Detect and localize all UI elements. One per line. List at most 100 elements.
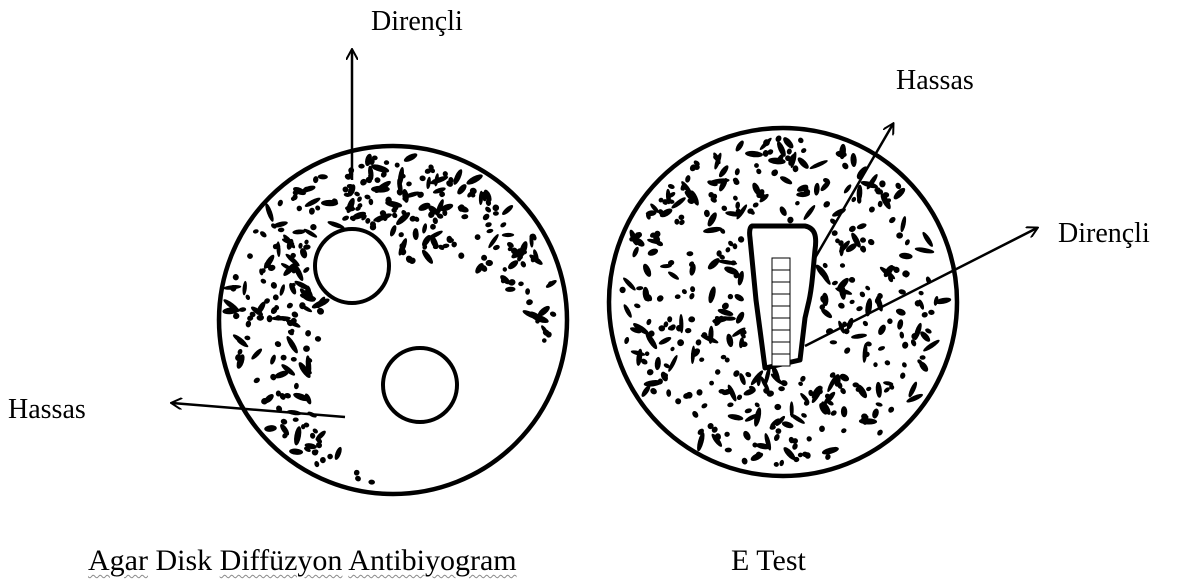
bacterial-colony [264, 202, 276, 222]
bacterial-colony [421, 223, 428, 234]
bacterial-colony [278, 227, 285, 232]
bacterial-colony [781, 420, 794, 429]
bacterial-colony [667, 354, 679, 373]
bacterial-colony [286, 302, 294, 310]
bacterial-colony [800, 412, 807, 419]
bacterial-colony [667, 270, 680, 281]
bacterial-colony [622, 303, 633, 319]
bacterial-colony [549, 311, 557, 318]
bacterial-colony [841, 406, 848, 417]
bacterial-colony [876, 429, 884, 437]
bacterial-colony [294, 383, 300, 390]
bacterial-colony [502, 233, 514, 237]
bacterial-colony [848, 277, 855, 284]
bacterial-colony [474, 233, 481, 240]
bacterial-colony [920, 355, 926, 360]
bacterial-colony [302, 266, 310, 274]
bacterial-colony [752, 201, 760, 208]
bacterial-colony [245, 320, 252, 328]
bacterial-colony [862, 320, 869, 327]
bacterial-colony [703, 226, 723, 235]
bacterial-colony [623, 336, 630, 344]
bacterial-colony [786, 148, 792, 155]
bacterial-colony [875, 382, 882, 398]
etest-strip-scale-mark [772, 258, 790, 270]
bacterial-colony [879, 180, 885, 187]
bacterial-colony [779, 459, 785, 466]
bacterial-colony [856, 305, 864, 312]
bacterial-colony [877, 323, 888, 336]
bacterial-colony [277, 199, 284, 207]
bacterial-colony [688, 292, 695, 300]
bacterial-colony [868, 205, 876, 213]
etest-strip [772, 258, 790, 366]
sensitive-arrow-disk [172, 403, 345, 417]
bacterial-colony [341, 215, 349, 222]
etest-sensitive-label: Hassas [896, 67, 974, 95]
bacterial-colony [918, 290, 924, 296]
bacterial-colony [822, 262, 829, 269]
bacterial-colony [821, 292, 829, 306]
bacterial-colony [633, 303, 641, 309]
bacterial-colony [430, 223, 437, 230]
bacterial-colony [656, 294, 665, 303]
bacterial-colony [899, 216, 907, 233]
disk-diffusion-caption: Agar Disk Diffüzyon Antibiyogram [88, 546, 517, 576]
bacterial-colony [914, 246, 934, 254]
bacterial-colony [899, 331, 905, 339]
bacterial-colony [631, 246, 640, 258]
bacterial-colony [256, 314, 264, 321]
bacterial-colony [676, 338, 684, 346]
bacterial-colony [768, 157, 786, 165]
bacterial-colony [744, 408, 752, 414]
bacterial-colony [755, 168, 762, 175]
bacterial-colony [320, 457, 326, 463]
etest-strip-scale-mark [772, 342, 790, 354]
bacterial-colony [481, 212, 490, 221]
bacterial-colony [778, 386, 785, 391]
bacterial-colony [732, 195, 739, 202]
bacterial-colony [461, 214, 468, 220]
bacterial-colony [281, 355, 287, 361]
disk-resistant-label: Dirençli [371, 8, 463, 36]
bacterial-colony [525, 288, 530, 295]
bacterial-colony [685, 328, 692, 334]
bacterial-colony [773, 433, 781, 442]
bacterial-colony [309, 432, 315, 439]
bacterial-colony [895, 232, 903, 240]
etest-strip-scale-mark [772, 270, 790, 282]
bacterial-colony [699, 357, 705, 362]
bacterial-colony [493, 211, 499, 216]
bacterial-colony [741, 457, 748, 465]
bacterial-colony [304, 239, 310, 245]
bacterial-colony [778, 205, 788, 217]
bacterial-colony [859, 290, 867, 298]
bacterial-colony [384, 160, 390, 165]
bacterial-colony [899, 372, 906, 380]
bacterial-colony [244, 335, 251, 340]
bacterial-colony [821, 445, 839, 455]
bacterial-colony [484, 205, 492, 213]
bacterial-colony [279, 284, 287, 297]
bacterial-colony [725, 447, 732, 452]
bacterial-colony [354, 191, 361, 197]
bacterial-colony [264, 425, 277, 433]
bacterial-colony [315, 336, 322, 343]
bacterial-colony [723, 316, 735, 320]
etest-resistant-label: Dirençli [1058, 220, 1150, 248]
bacterial-colony [691, 410, 700, 419]
bacterial-colony [877, 345, 885, 351]
etest-strip-scale-mark [772, 282, 790, 294]
bacterial-colony [403, 152, 419, 164]
bacterial-colony [419, 175, 426, 181]
caption-word-agar: Agar [88, 544, 148, 577]
bacterial-colony [452, 168, 464, 186]
bacterial-colony [752, 442, 759, 449]
bacterial-colony [485, 260, 493, 266]
bacterial-colony [887, 406, 895, 414]
bacterial-colony [502, 267, 507, 272]
etest-plate [609, 124, 1037, 476]
bacterial-colony [658, 335, 673, 346]
bacterial-colony [649, 387, 658, 396]
